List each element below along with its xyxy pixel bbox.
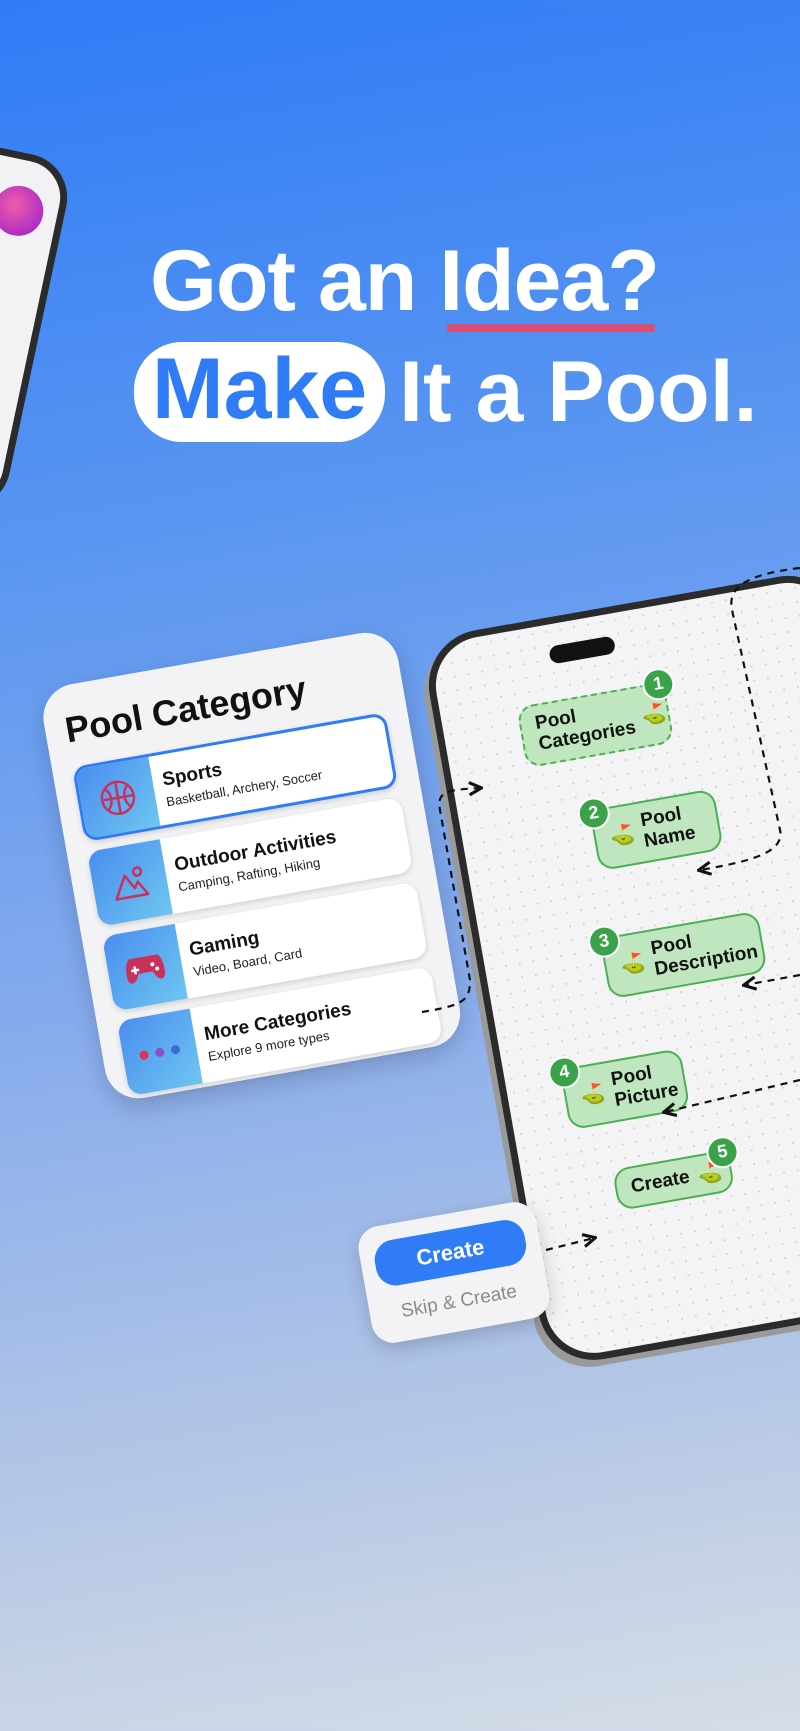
more-dots-icon — [116, 1008, 203, 1097]
category-item-outdoor[interactable]: Outdoor Activities Camping, Rafting, Hik… — [86, 796, 414, 927]
category-item-gaming[interactable]: Gaming Video, Board, Card — [101, 881, 429, 1012]
arrow-to-step3 — [745, 973, 800, 985]
arrow-to-step2 — [700, 566, 800, 870]
pool-category-card: Pool Category Sports Basketball, Archery… — [38, 627, 466, 1104]
category-item-sports[interactable]: Sports Basketball, Archery, Soccer — [71, 712, 399, 843]
headline-highlight: Idea? — [439, 233, 660, 332]
gamepad-icon — [101, 923, 188, 1012]
headline-prefix: Got an — [150, 233, 417, 329]
category-item-more[interactable]: More Categories Explore 9 more types — [116, 966, 444, 1097]
headline-line-2: Make It a Pool. — [134, 342, 758, 442]
headline-line-1: Got an Idea? — [150, 233, 660, 332]
headline-pill: Make — [134, 342, 386, 442]
mountain-icon — [86, 839, 173, 927]
arrow-category-to-step1 — [421, 788, 480, 1014]
basketball-icon — [75, 756, 161, 839]
arrow-to-step4 — [665, 1078, 800, 1112]
headline-rest: It a Pool. — [399, 344, 758, 440]
arrow-to-step5 — [545, 1238, 594, 1252]
